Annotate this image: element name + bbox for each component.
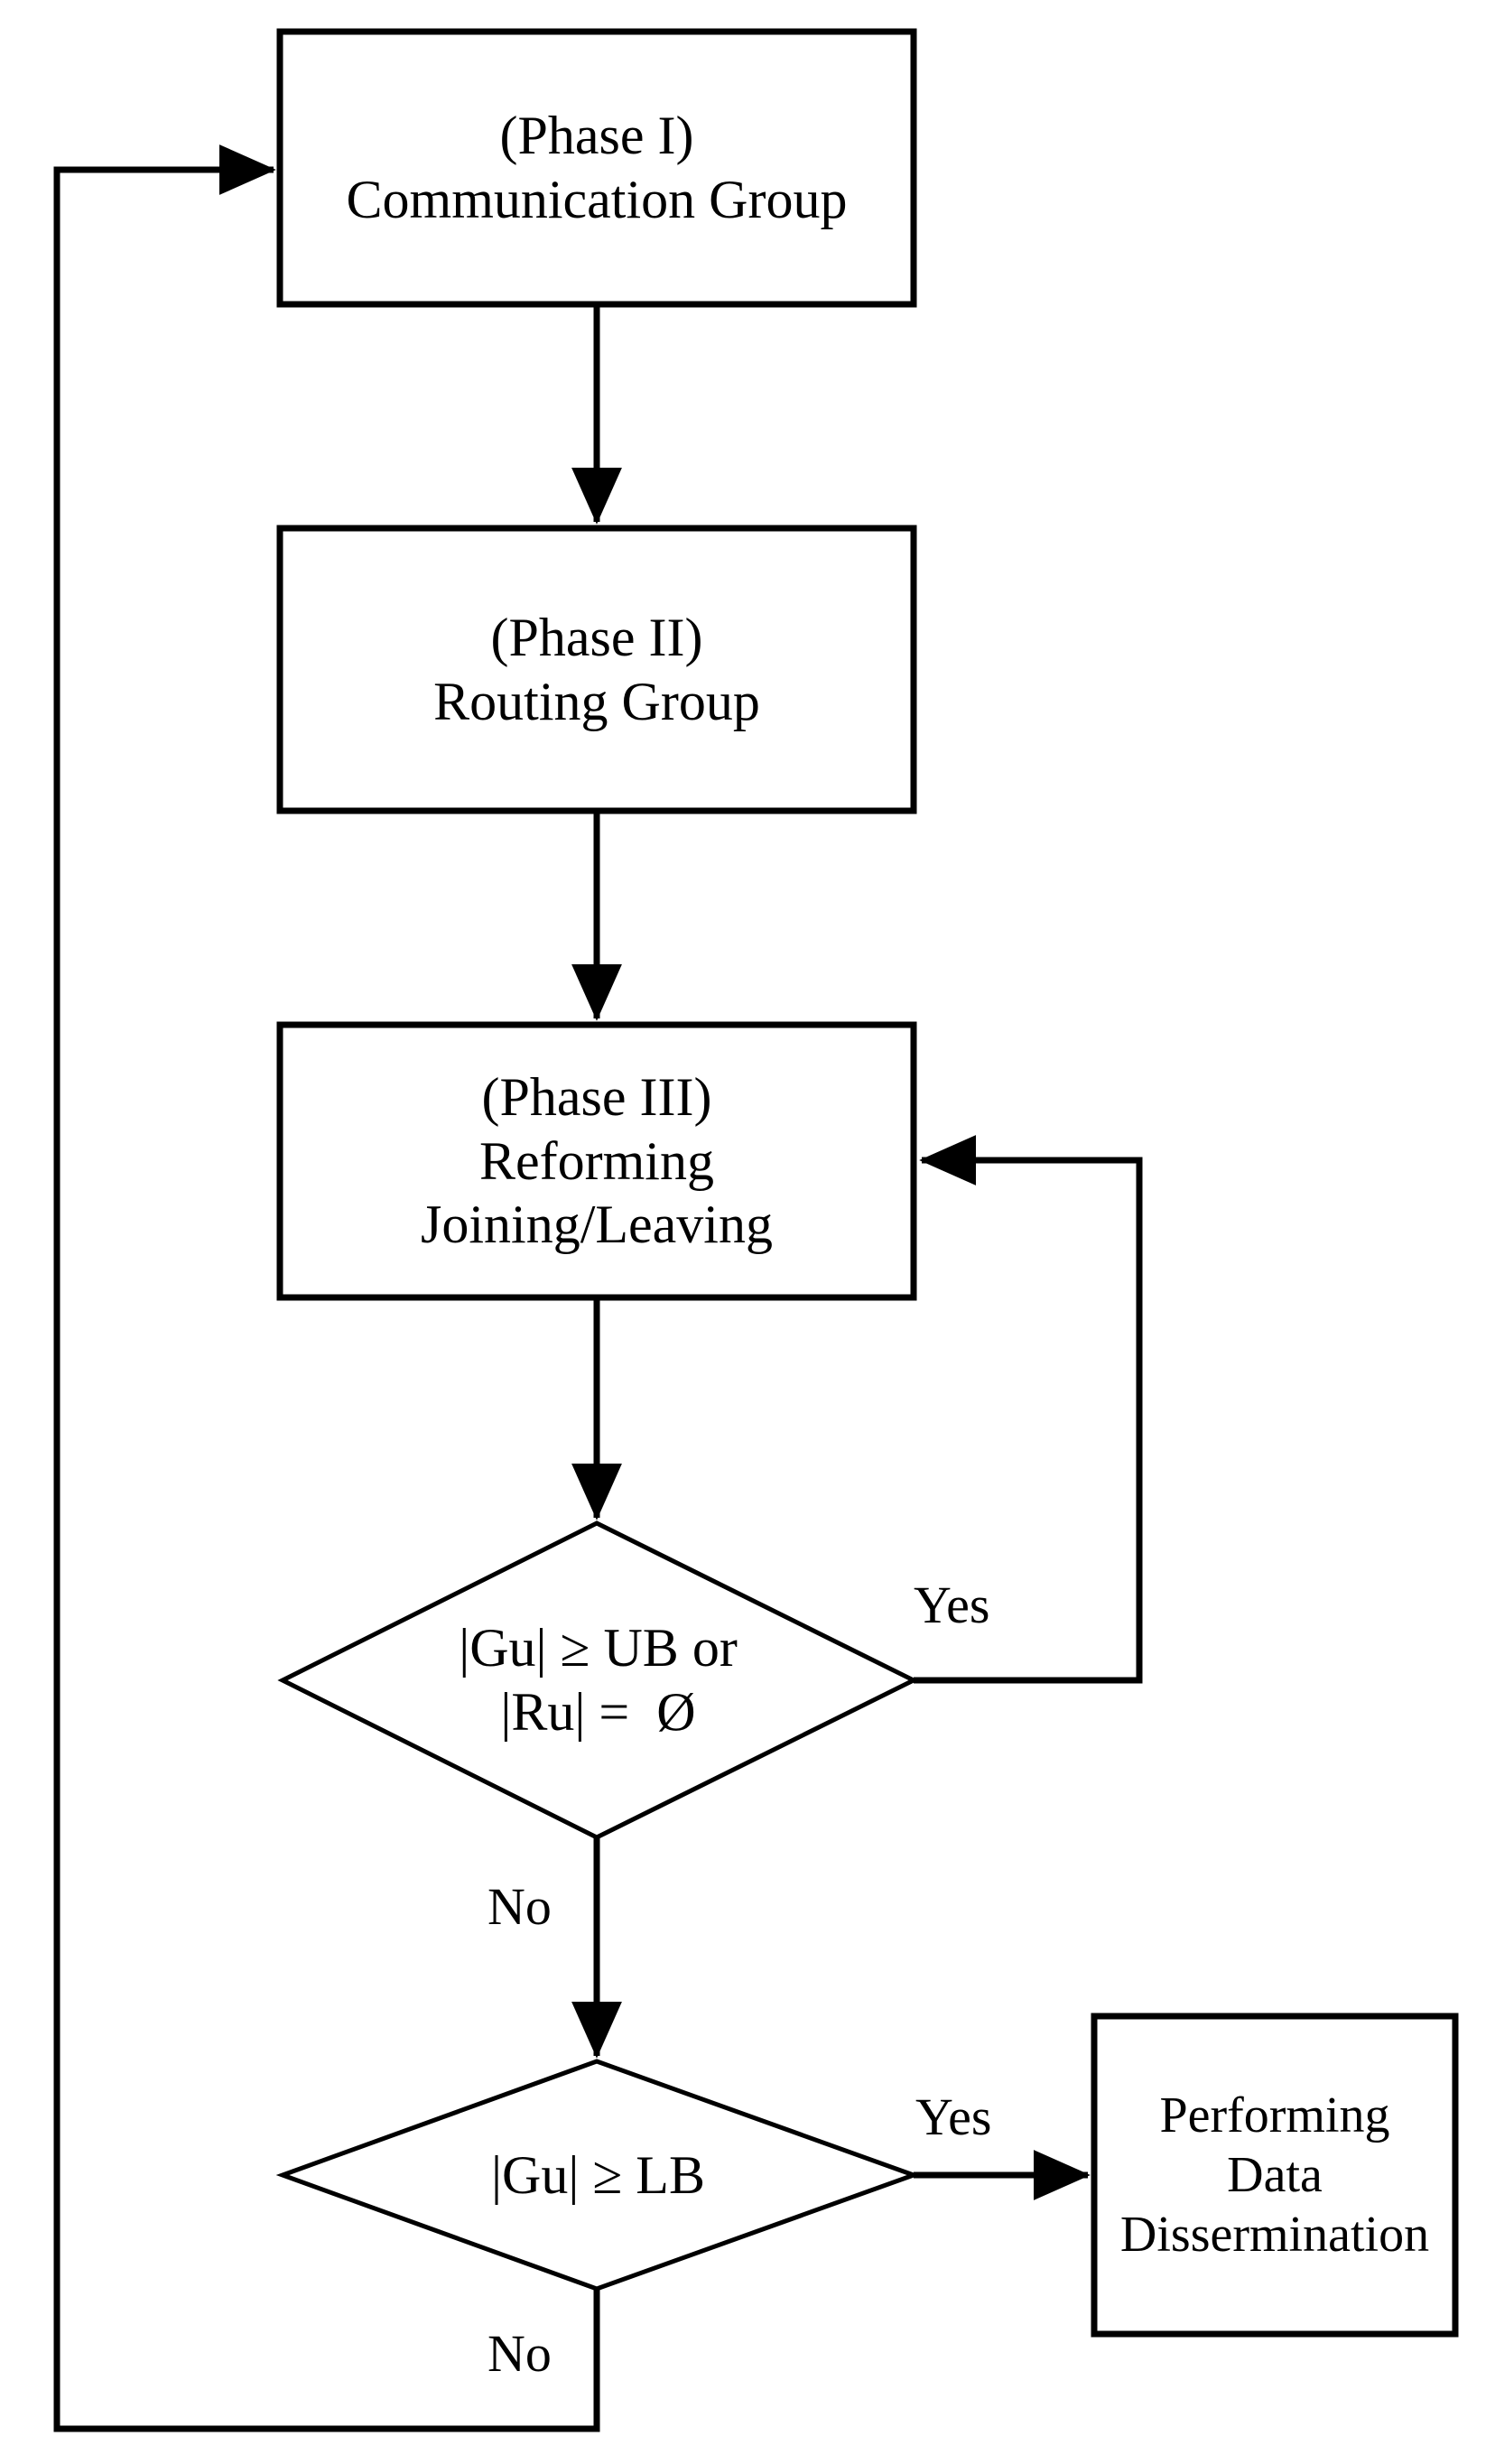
- node-shape-decision2: [275, 2059, 921, 2292]
- edge-decision2-no-to-phase1: [53, 144, 600, 2432]
- node-shape-result: [1091, 2013, 1459, 2338]
- node-shape-phase2: [276, 525, 917, 814]
- edge-decision1-yes-to-phase3: [914, 1135, 1143, 1684]
- edge-label-decision2-yes: Yes: [915, 2087, 992, 2146]
- edge-label-decision2-no: No: [488, 2324, 552, 2383]
- edge-label-decision1-yes: Yes: [914, 1576, 990, 1634]
- edge-label-decision1-no: No: [488, 1877, 552, 1936]
- node-shape-phase3: [276, 1021, 917, 1301]
- node-shape-decision1: [277, 1520, 919, 1840]
- node-shape-phase1: [276, 28, 917, 308]
